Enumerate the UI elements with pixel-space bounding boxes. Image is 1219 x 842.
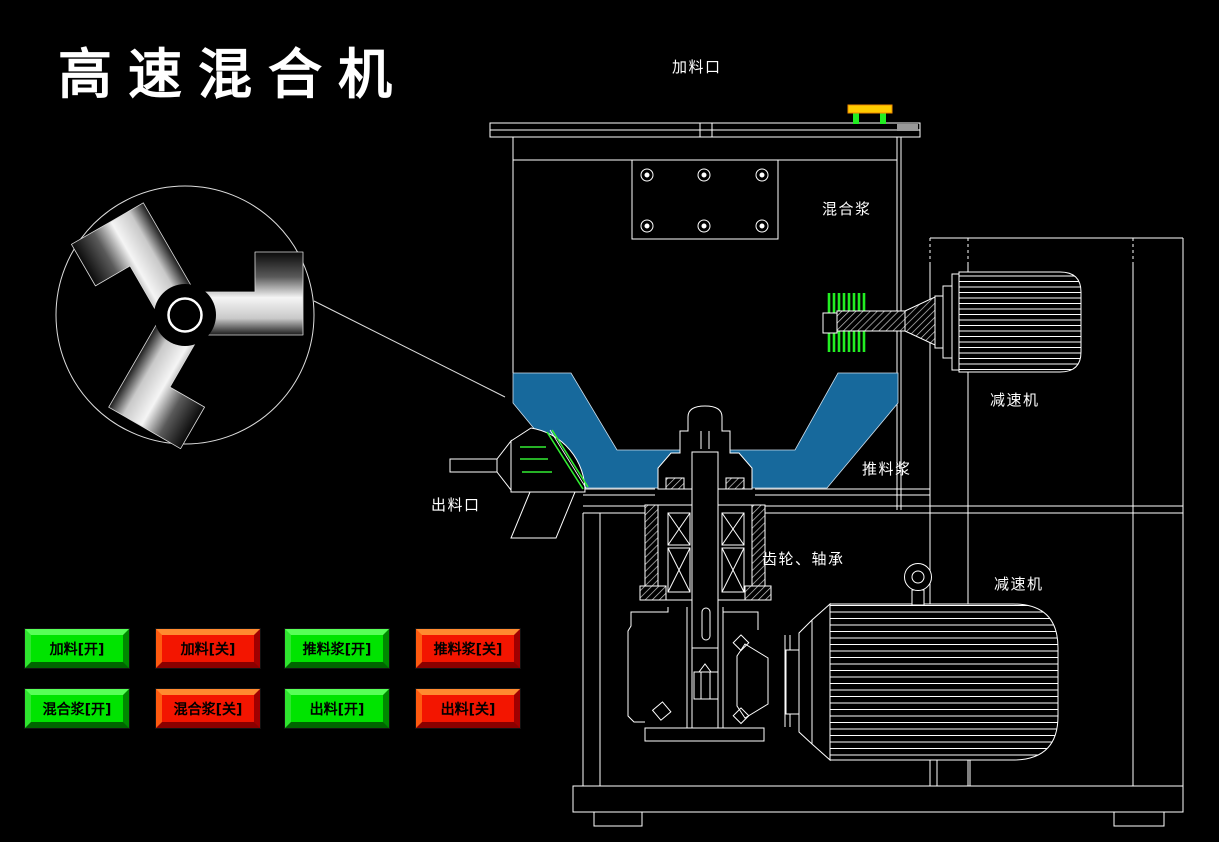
impeller-detail-view <box>55 185 506 450</box>
discharge-gate <box>520 429 589 490</box>
gearbox <box>627 607 791 742</box>
page-title: 高速混合机 <box>58 43 408 106</box>
pushing-paddle-on-button[interactable]: 推料浆[开] <box>285 629 389 668</box>
pushing-paddle-off-button[interactable]: 推料浆[关] <box>416 629 520 668</box>
reducer-bottom-label: 减速机 <box>994 575 1044 593</box>
mixing-paddle-on-button[interactable]: 混合浆[开] <box>25 689 129 728</box>
mixing-paddle-off-button[interactable]: 混合浆[关] <box>156 689 260 728</box>
gear-bearing-label: 齿轮、轴承 <box>762 550 845 568</box>
discharge-assembly <box>449 427 589 539</box>
pushing-paddle-label: 推料浆 <box>862 460 912 478</box>
discharge-port-label: 出料口 <box>431 496 481 514</box>
tank <box>489 104 921 510</box>
eye-bolt-stem <box>911 589 925 606</box>
feed-off-button[interactable]: 加料[关] <box>156 629 260 668</box>
discharge-on-button[interactable]: 出料[开] <box>285 689 389 728</box>
hub-cap <box>657 405 753 490</box>
lid-handle <box>847 104 893 124</box>
reducer-top-label: 减速机 <box>990 391 1040 409</box>
reducer-motor-top <box>958 271 1082 373</box>
lifting-eye <box>904 563 932 591</box>
feed-on-button[interactable]: 加料[开] <box>25 629 129 668</box>
mixing-paddle-shaft <box>822 273 960 371</box>
feed-port-label: 加料口 <box>672 58 722 76</box>
bolt-holes <box>640 168 769 233</box>
discharge-off-button[interactable]: 出料[关] <box>416 689 520 728</box>
bearing-assembly <box>639 405 772 649</box>
mixing-paddle-label: 混合浆 <box>822 200 872 218</box>
bearings <box>667 512 745 593</box>
leader-line <box>313 300 506 398</box>
discharge-chute <box>510 491 576 539</box>
reducer-motor-bottom <box>785 563 1059 762</box>
